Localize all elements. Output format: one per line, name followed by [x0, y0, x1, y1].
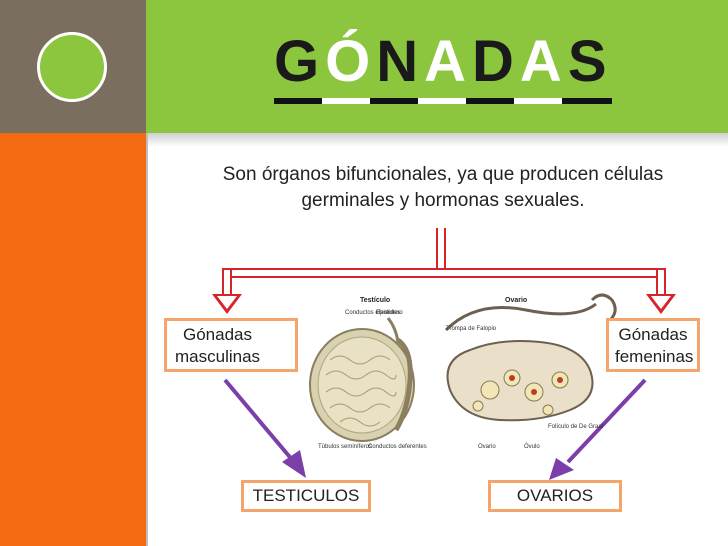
title-underline	[274, 98, 612, 104]
red-connector	[212, 228, 676, 314]
figure-heading-ovario: Ovario	[505, 297, 527, 304]
figure-label: Folículo de De Graaf	[548, 424, 604, 430]
testicle-illustration	[309, 317, 415, 442]
figure-heading-testiculo: Testículo	[360, 297, 390, 304]
title-letter: D	[472, 29, 520, 94]
side-panel-top	[0, 0, 146, 133]
title-letter: Ó	[325, 29, 377, 94]
ovary-illustration	[444, 293, 617, 422]
box-gonadas-masculinas: Gónadas masculinas	[164, 318, 298, 372]
intro-text: Son órganos bifuncionales, ya que produc…	[198, 162, 688, 214]
title-letter: A	[424, 29, 473, 94]
title-letter: S	[567, 29, 613, 94]
box-testiculos: TESTICULOS	[241, 480, 371, 512]
figure-label: Trompa de Falopio	[446, 326, 497, 332]
header-divider	[146, 133, 728, 147]
box-line: Gónadas	[618, 325, 688, 344]
underline-segment	[514, 98, 562, 104]
figure-label: Conductos deferentes	[368, 444, 427, 450]
intro-line: Son órganos bifuncionales, ya que produc…	[222, 164, 664, 185]
figure-label: Óvulo	[524, 443, 540, 450]
title-letter: A	[519, 29, 568, 94]
purple-arrows	[223, 378, 647, 480]
decorative-circle	[37, 32, 107, 102]
box-line: Gónadas	[183, 325, 252, 344]
side-panel-bottom	[0, 133, 146, 546]
underline-segment	[418, 98, 466, 104]
title-banner: GÓNADAS	[146, 0, 728, 133]
figure-label: Epidídimo	[376, 310, 403, 316]
box-line: femeninas	[615, 347, 694, 366]
intro-line: germinales y hormonas sexuales.	[301, 190, 585, 211]
box-ovarios: OVARIOS	[488, 480, 622, 512]
figure-label: Túbulos seminíferos	[318, 444, 372, 450]
content-left-rule	[146, 133, 148, 546]
page-title: GÓNADAS	[274, 30, 613, 94]
title-letter: N	[376, 29, 425, 94]
box-line: masculinas	[175, 347, 261, 366]
figure-label: Ovario	[478, 444, 496, 450]
underline-segment	[322, 98, 370, 104]
box-gonadas-femeninas: Gónadas femeninas	[606, 318, 700, 372]
figure-label: Conductos eferentes	[345, 310, 400, 316]
title-block: GÓNADAS	[274, 30, 613, 104]
title-letter: G	[274, 29, 326, 94]
